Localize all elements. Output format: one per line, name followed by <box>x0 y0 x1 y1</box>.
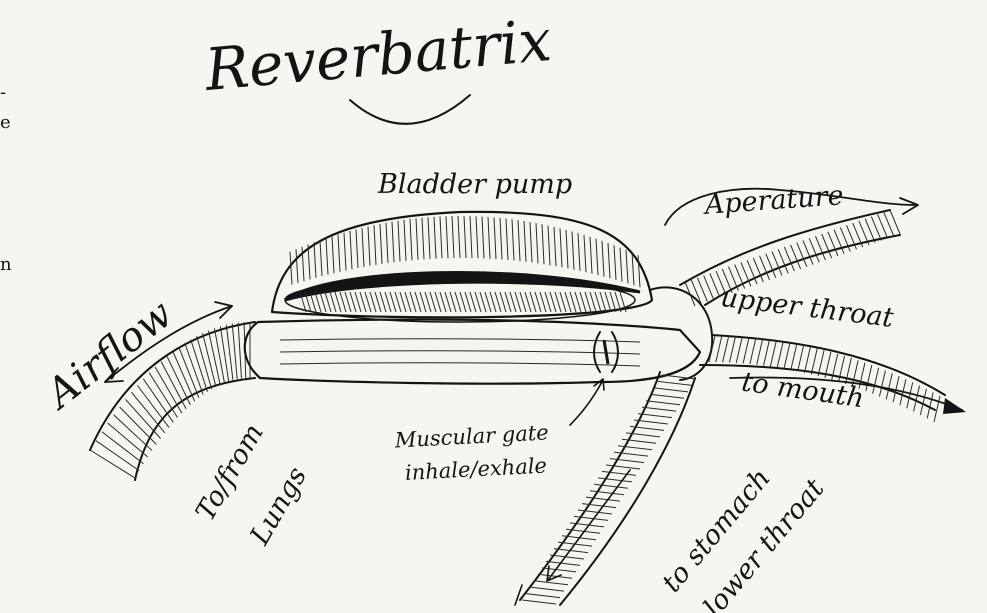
label-lungs: Lungs <box>244 462 313 551</box>
label-aperature: Aperature <box>701 180 845 221</box>
title-flourish <box>350 95 470 124</box>
gutter-fragment-3: n <box>0 254 12 275</box>
label-bladder-pump: Bladder pump <box>377 169 572 200</box>
label-upper-throat: upper throat <box>719 282 895 334</box>
label-to-mouth: to mouth <box>740 366 866 414</box>
muscular-gate <box>594 332 618 372</box>
label-airflow: Airflow <box>35 291 181 419</box>
gate-arrow <box>570 379 604 425</box>
gutter-fragment-1: - <box>0 82 6 103</box>
gutter-fragment-2: e <box>0 112 11 133</box>
bladder-pump <box>272 212 652 322</box>
main-body <box>245 320 700 384</box>
junction <box>650 287 712 380</box>
label-inhale-exhale: inhale/exhale <box>404 454 547 485</box>
title: Reverbatrix <box>201 6 553 104</box>
label-muscular-gate: Muscular gate <box>393 420 549 452</box>
